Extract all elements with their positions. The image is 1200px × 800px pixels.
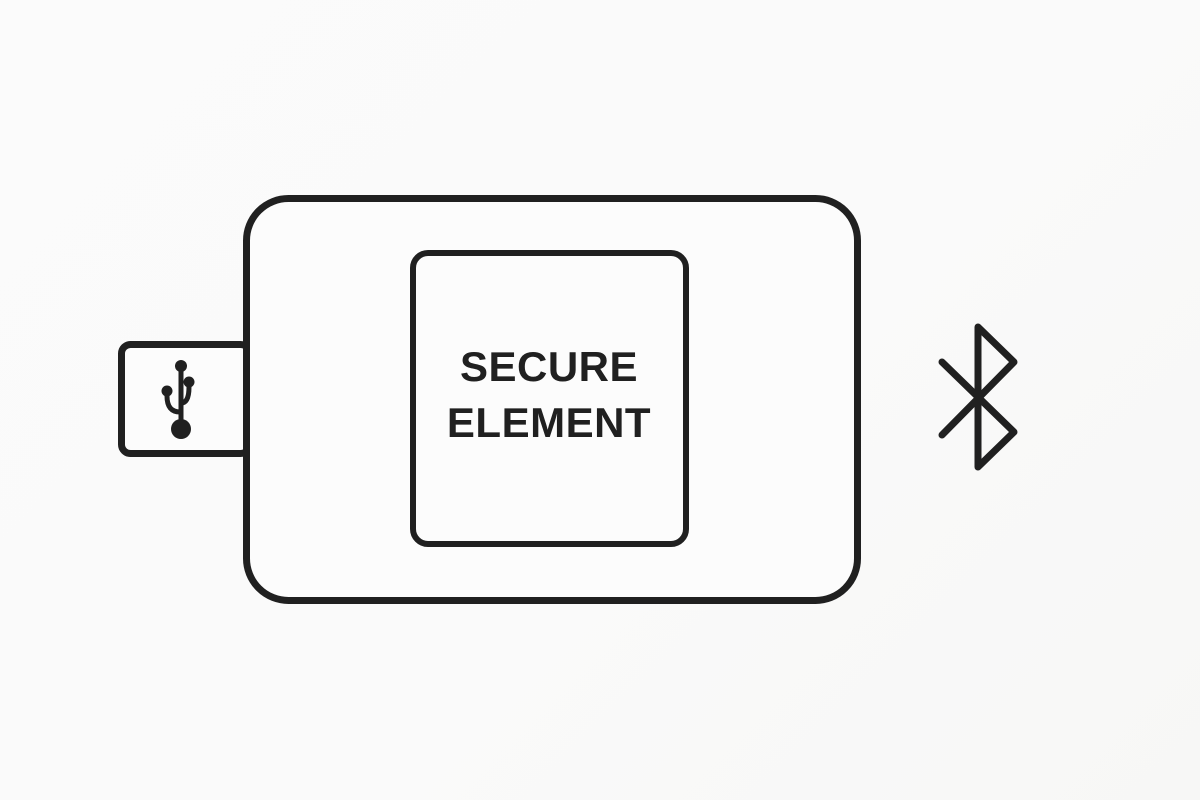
secure-element-chip: SECURE ELEMENT [410, 250, 689, 547]
secure-element-outline [410, 250, 689, 547]
secure-element-label-line2: ELEMENT [447, 399, 651, 446]
usb-port [118, 341, 253, 457]
usb-icon-right-dot [183, 376, 195, 388]
usb-icon-base-dot [171, 419, 191, 439]
usb-icon-left-dot [161, 385, 173, 397]
usb-icon-top-dot [175, 360, 187, 372]
bluetooth-icon [938, 323, 1018, 471]
usb-icon [161, 360, 195, 439]
secure-element-label-line1: SECURE [460, 343, 638, 390]
